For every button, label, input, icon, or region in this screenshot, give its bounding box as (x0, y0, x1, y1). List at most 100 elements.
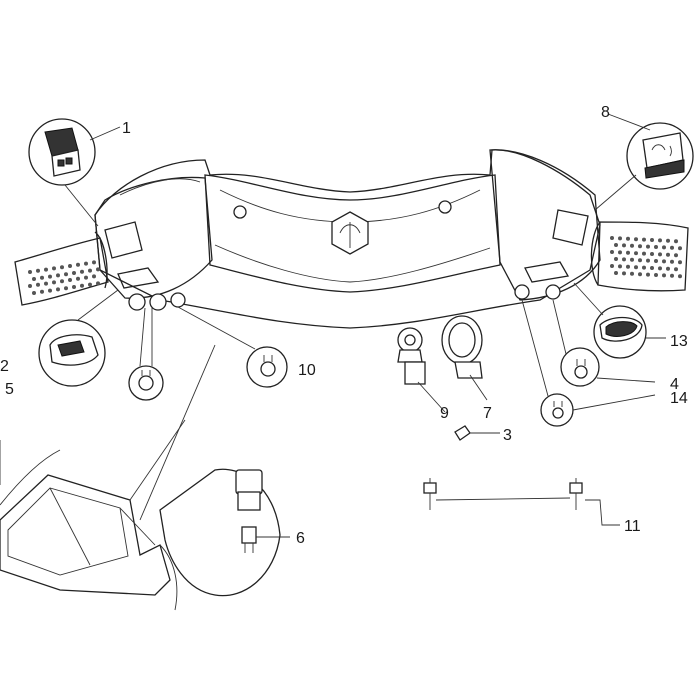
grip-dot (618, 264, 622, 269)
grip-dot (36, 282, 40, 287)
callout-1: 1 (122, 120, 131, 137)
grip-dot (646, 272, 650, 277)
grip-dot (614, 271, 618, 275)
grip-dot (622, 271, 626, 276)
grip-dot (76, 276, 80, 281)
grip-dot (60, 265, 64, 270)
part-11-fasteners (423, 478, 620, 526)
grip-dot (666, 266, 670, 271)
grip-dot (40, 289, 44, 294)
grip-dot (650, 266, 654, 270)
grip-dot (646, 258, 650, 263)
grip-dot (96, 267, 100, 272)
grip-dot (638, 244, 642, 249)
grip-dot (32, 291, 36, 295)
grip-dot (666, 252, 670, 257)
handlebar-cover (94, 149, 601, 329)
part-10-bulb (177, 306, 288, 388)
part-6-detail (159, 468, 290, 597)
right-grip (590, 221, 689, 292)
grip-dot (618, 250, 622, 255)
part-4-bulb (552, 299, 656, 387)
grip-dot (76, 262, 80, 267)
part-2-button (38, 289, 119, 387)
grip-dot (610, 250, 614, 254)
grip-dot (634, 251, 638, 256)
grip-dot (666, 238, 670, 243)
grip-dot (658, 252, 662, 257)
grip-dot (634, 265, 638, 270)
grip-dot (32, 277, 36, 281)
grip-dot (678, 260, 682, 265)
grip-dot (618, 236, 622, 241)
left-grip (14, 231, 109, 306)
grip-dot (674, 239, 678, 244)
grip-dot (84, 261, 88, 266)
grip-dot (614, 257, 618, 261)
grip-dot (630, 271, 634, 276)
grip-dot (92, 260, 96, 265)
grip-dot (84, 275, 88, 280)
callout-3: 3 (503, 427, 512, 444)
grip-dot (52, 280, 56, 285)
grip-dot (48, 274, 52, 279)
grip-dot (662, 245, 666, 250)
grip-dot (658, 238, 662, 243)
part-1-switch (28, 118, 121, 227)
grip-dot (622, 257, 626, 262)
grip-dot (64, 286, 68, 291)
dashboard-detail (0, 344, 216, 611)
grip-dot (638, 272, 642, 277)
grip-dot (642, 251, 646, 256)
part-8-switch (594, 113, 694, 211)
grip-dot (650, 238, 654, 242)
grip-dot (40, 275, 44, 280)
callout-4: 4 (670, 376, 679, 393)
grip-dot (662, 259, 666, 264)
grip-dot (28, 270, 32, 274)
grip-dot (610, 264, 614, 268)
grip-dot (44, 267, 48, 272)
grip-dot (64, 272, 68, 277)
callout-9: 9 (440, 405, 449, 422)
grip-dot (80, 269, 84, 274)
grip-dot (92, 274, 96, 279)
grip-dot (60, 279, 64, 284)
grip-dot (678, 274, 682, 279)
grip-dot (634, 237, 638, 242)
grip-dot (28, 284, 32, 288)
callout-labels: 1 2 3 4 5 6 7 8 9 10 11 13 14 (0, 104, 688, 547)
grip-dot (88, 282, 92, 287)
grip-dot (622, 243, 626, 248)
grip-dot (80, 283, 84, 288)
grip-dot (68, 278, 72, 282)
grip-dot (56, 273, 60, 278)
part-5-bulb (128, 307, 164, 401)
callout-7: 7 (483, 405, 492, 422)
grip-dot (614, 243, 618, 247)
part-13-cover (573, 282, 666, 359)
grip-dot (44, 281, 48, 286)
grip-dot (670, 273, 674, 278)
grip-dot (88, 268, 92, 273)
callout-2: 2 (0, 358, 9, 375)
grip-dot (642, 265, 646, 270)
grip-dot (72, 285, 76, 289)
grip-dot (646, 244, 650, 249)
grip-dot (662, 273, 666, 278)
grip-dot (658, 266, 662, 271)
grip-dot (670, 259, 674, 264)
grip-dot (654, 245, 658, 249)
callout-14: 14 (670, 390, 688, 407)
grip-dot (626, 250, 630, 255)
part-14-bulb (521, 299, 656, 427)
grip-dot (674, 253, 678, 258)
part-3-bulb (454, 425, 500, 441)
grip-dot (654, 259, 658, 263)
callout-8: 8 (601, 104, 610, 121)
callout-6: 6 (296, 530, 305, 547)
part-9-ignition (397, 327, 446, 413)
callout-11: 11 (624, 518, 641, 535)
